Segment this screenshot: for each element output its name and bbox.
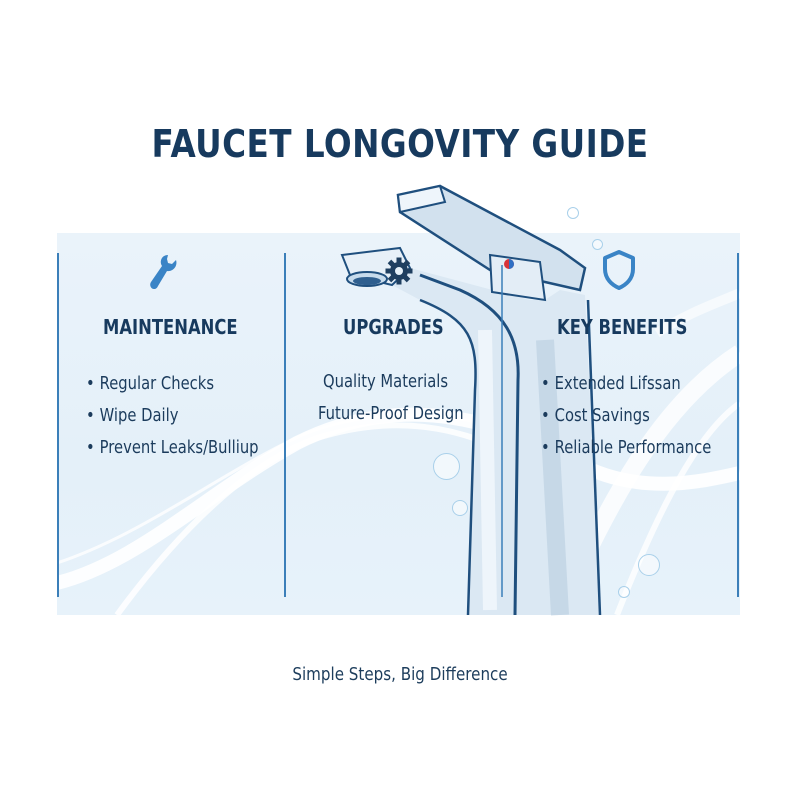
upgrades-list: Future-Proof Design (318, 398, 496, 430)
column-heading: MAINTENANCE (103, 315, 238, 339)
bubble-decoration (638, 554, 660, 576)
list-item: •Cost Savings (541, 405, 650, 426)
bubble-decoration (433, 453, 460, 480)
list-item: Quality Materials (323, 371, 449, 392)
divider-right (737, 253, 739, 597)
bubble-decoration (618, 586, 630, 598)
key-benefits-list: •Extended Lifssan •Cost Savings •Reliabl… (541, 368, 749, 464)
tagline: Simple Steps, Big Difference (292, 664, 508, 685)
list-item: •Prevent Leaks/Bulliup (86, 437, 259, 458)
maintenance-list: •Regular Checks •Wipe Daily •Prevent Lea… (86, 368, 296, 464)
wrench-icon (150, 255, 177, 289)
gear-icon (385, 257, 413, 285)
column-heading: KEY BENEFITS (557, 315, 688, 339)
page-title: FAUCET LONGOVITY GUIDE (151, 122, 649, 166)
list-item: •Regular Checks (86, 373, 215, 394)
list-item: Future-Proof Design (318, 403, 464, 424)
bubble-decoration (592, 239, 603, 250)
divider-1 (284, 253, 286, 597)
list-item: •Wipe Daily (86, 405, 179, 426)
shield-icon (603, 250, 635, 290)
list-item: •Reliable Performance (541, 437, 712, 458)
upgrades-list: Quality Materials (323, 366, 476, 398)
column-heading: UPGRADES (343, 315, 444, 339)
divider-left (57, 253, 59, 597)
bubble-decoration (567, 207, 579, 219)
divider-2 (502, 253, 504, 597)
bubble-decoration (452, 500, 468, 516)
list-item: •Extended Lifssan (541, 373, 681, 394)
